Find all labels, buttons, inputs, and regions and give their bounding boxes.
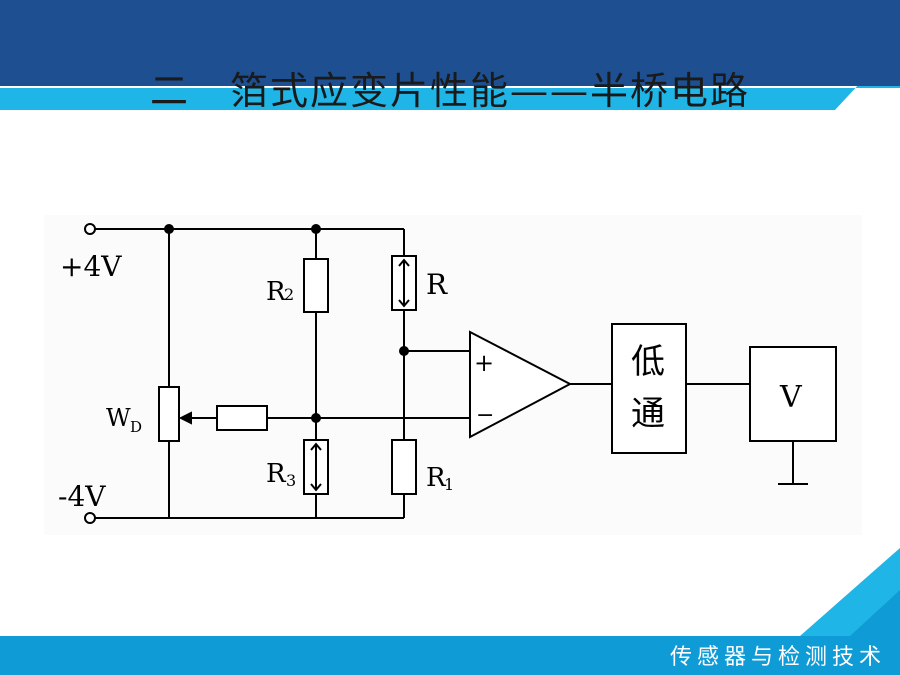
node-dot-top-left	[164, 224, 174, 234]
label-r1: R	[426, 463, 447, 493]
label-potentiometer-sub: D	[130, 418, 142, 436]
label-r2: R	[266, 277, 287, 307]
pot-wiper-arrow	[178, 411, 192, 425]
footer-band	[0, 636, 900, 675]
header-dark-wedge	[836, 36, 900, 86]
label-lowpass-2: 通	[631, 394, 665, 434]
slide-title: 二 箔式应变片性能——半桥电路	[149, 69, 750, 113]
footer-triangle-dark	[850, 590, 900, 636]
label-voltmeter: V	[779, 380, 803, 415]
label-lowpass-1: 低	[631, 342, 665, 382]
label-r3-sub: 3	[286, 471, 296, 490]
label-strain-gauge-r: R	[426, 268, 448, 301]
node-dot-minus	[311, 413, 321, 423]
resistor-r1	[391, 439, 417, 495]
terminal-negative	[84, 512, 96, 524]
header-dark-band	[0, 0, 900, 86]
op-amp	[469, 330, 573, 439]
label-r1-sub: 1	[444, 475, 454, 494]
series-resistor	[216, 405, 268, 431]
label-negative-supply: -4V	[58, 480, 106, 513]
r3-strain-arrow	[310, 442, 322, 492]
terminal-positive	[84, 223, 96, 235]
header-light-band	[0, 40, 900, 110]
resistor-r2	[303, 258, 329, 313]
slide-footer: 传感器与检测技术	[669, 645, 886, 670]
label-opamp-minus: −	[476, 403, 494, 428]
label-r2-sub: 2	[284, 285, 294, 304]
potentiometer-wd	[158, 386, 180, 442]
circuit-background	[44, 215, 862, 535]
lowpass-filter	[611, 323, 687, 454]
label-positive-supply: +4V	[60, 250, 122, 283]
node-dot-plus	[399, 346, 409, 356]
node-dot-top-mid	[311, 224, 321, 234]
label-potentiometer: W	[106, 404, 131, 432]
label-opamp-plus: +	[474, 349, 494, 377]
label-r3: R	[266, 459, 287, 489]
r-strain-arrow	[398, 258, 410, 308]
